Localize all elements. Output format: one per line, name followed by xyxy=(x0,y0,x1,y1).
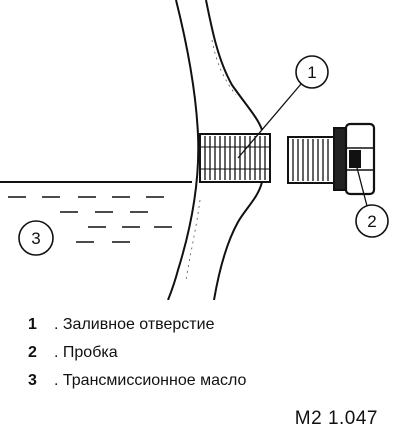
callout-2: 2 xyxy=(354,159,389,238)
legend-item: 2. Пробка xyxy=(28,344,118,361)
fill-hole xyxy=(199,133,271,183)
housing-texture xyxy=(185,39,237,281)
legend: 1. Заливное отверстие 2. Пробка 3. Транс… xyxy=(28,316,246,400)
legend-label: Пробка xyxy=(62,344,118,361)
housing-outer-wall xyxy=(167,0,200,300)
svg-text:1: 1 xyxy=(307,63,316,82)
transmission-fill-diagram: 1 2 3 xyxy=(0,0,389,300)
legend-label: Заливное отверстие xyxy=(62,316,215,333)
legend-number: 2 xyxy=(28,344,37,361)
svg-text:2: 2 xyxy=(367,212,376,231)
housing-inner-wall-upper xyxy=(205,0,263,131)
legend-label: Трансмиссионное масло xyxy=(62,372,247,389)
plug xyxy=(287,122,376,196)
legend-number: 1 xyxy=(28,316,37,333)
housing-inner-wall-lower xyxy=(213,181,263,300)
oil-surface-dashes xyxy=(8,196,172,243)
legend-number: 3 xyxy=(28,372,37,389)
legend-item: 1. Заливное отверстие xyxy=(28,316,215,333)
legend-item: 3. Трансмиссионное масло xyxy=(28,372,247,389)
callout-1: 1 xyxy=(237,55,329,159)
callout-3: 3 xyxy=(18,220,54,256)
svg-text:3: 3 xyxy=(31,229,40,248)
figure-code: М2 1.047 xyxy=(294,408,378,429)
